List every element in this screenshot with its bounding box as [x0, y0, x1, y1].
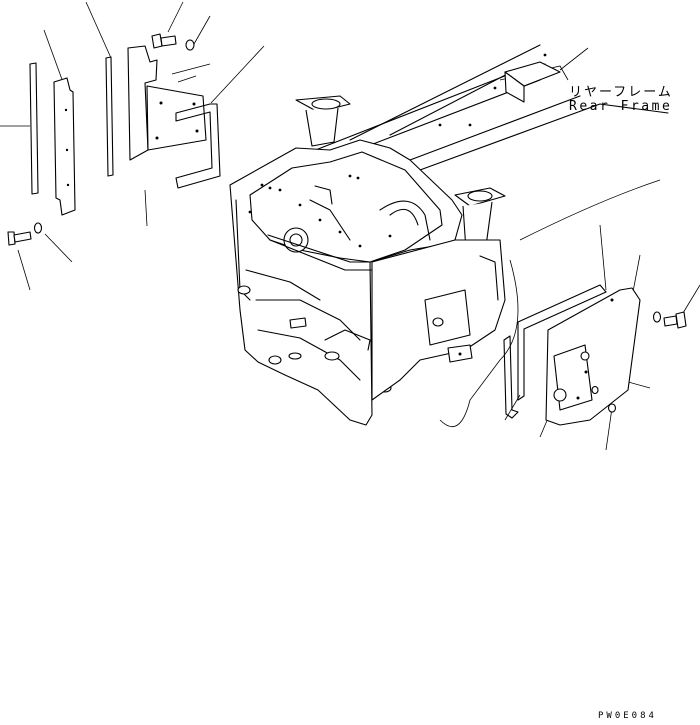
- callout-rear-frame-jp: リヤーフレーム: [569, 85, 673, 100]
- center-cover-parts: [127, 33, 221, 189]
- left-cover-parts: [7, 56, 114, 246]
- rear-frame: [229, 44, 669, 427]
- callout-rear-frame-en: Rear Frame: [569, 99, 673, 114]
- drawing-code: PW0E084: [598, 711, 657, 721]
- right-cover-parts: [503, 284, 687, 426]
